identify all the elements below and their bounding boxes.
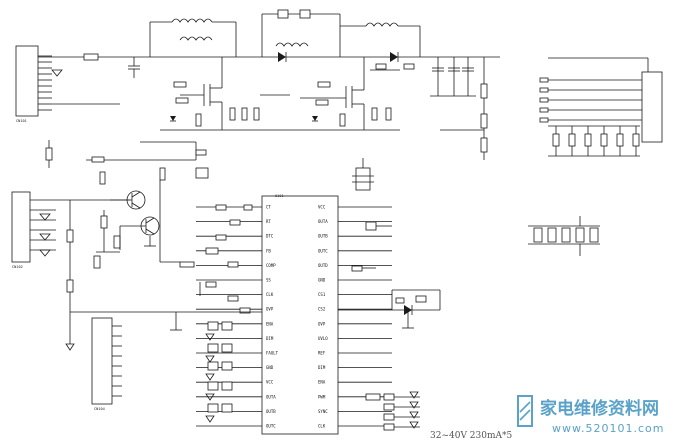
snubber-parts <box>160 63 415 131</box>
spec-caption: 32~40V 230mA*5 <box>430 431 513 441</box>
inductor-top-right <box>340 22 420 27</box>
lower-right-drivers <box>365 391 420 431</box>
ic-pin-name: DIM <box>318 365 326 370</box>
ic-pin-name: RT <box>266 219 271 224</box>
ic-u101: U101 <box>261 194 339 435</box>
bias-network <box>86 141 209 269</box>
mosfet-q101 <box>180 57 223 130</box>
ic-pin-name: CS2 <box>318 307 326 312</box>
transistor-q103 <box>110 190 146 210</box>
ic-pin-name: OUTB <box>266 409 276 414</box>
connector-cn103 <box>539 57 663 143</box>
connector-cn104: CN104 <box>91 317 122 411</box>
negative-rail-block <box>528 216 600 256</box>
input-capacitor <box>128 57 140 78</box>
ic-pin-name: OVP <box>266 307 274 312</box>
output-capacitors <box>430 57 476 97</box>
ic-pin-name: UVLO <box>318 336 328 341</box>
ic-pin-name: CS1 <box>318 292 326 297</box>
ic-pin-name: OUTD <box>318 263 328 268</box>
ic-pin-name: OUTC <box>266 424 276 429</box>
watermark-url: www.520101.com <box>552 422 664 435</box>
ic-left-periphery <box>65 204 262 351</box>
ic-pin-name: OVP <box>318 321 326 326</box>
ic-pin-name: FB <box>266 248 271 253</box>
resistor-r111 <box>66 279 74 293</box>
ic-pin-name: CT <box>266 205 271 210</box>
ic-pin-name: FAULT <box>266 351 279 356</box>
fuse <box>83 53 99 61</box>
diode-d101 <box>278 52 287 62</box>
connector-cn101: CN101 <box>15 45 120 123</box>
ic-right-periphery <box>338 158 441 329</box>
ic-pin-name: GND <box>266 365 274 370</box>
ic-pin-name: ENA <box>318 380 326 385</box>
resistor-r110 <box>66 229 74 243</box>
ic-pin-name: ENA <box>266 321 274 326</box>
ic-pin-name: PWM <box>318 394 326 399</box>
svg-text:CN101: CN101 <box>16 119 27 123</box>
ic-pin-name: DIM <box>266 336 274 341</box>
ic-pin-name: REF <box>318 351 326 356</box>
inductor-mid-left <box>179 36 309 47</box>
resistor-r101 <box>45 147 53 161</box>
vout-divider <box>440 57 488 160</box>
ic-pin-name: CLK <box>318 424 326 429</box>
sense-resistor-bank <box>548 125 640 157</box>
connector-cn102: CN102 <box>11 191 56 269</box>
ic-pin-name: OUTB <box>318 234 328 239</box>
svg-text:CN102: CN102 <box>12 265 23 269</box>
capacitor-top-pair <box>261 9 341 40</box>
lower-left-drivers <box>205 321 233 423</box>
ic-pin-name: SS <box>266 278 271 283</box>
ic-pin-name: OUTC <box>318 248 328 253</box>
ic-pin-name: COMP <box>266 263 276 268</box>
ic-pin-name: GND <box>318 278 326 283</box>
watermark: 家电维修资料网 www.520101.com <box>517 395 664 435</box>
ic-pin-name: VCC <box>318 205 326 210</box>
ic-pin-name: OUTA <box>266 394 276 399</box>
ic-label: U101 <box>275 194 284 198</box>
ic-pin-name: SYNC <box>318 409 328 414</box>
transistor-q104 <box>120 216 160 236</box>
diode-d102 <box>390 52 399 62</box>
inductor-top-left <box>150 18 236 23</box>
ic-pin-name: DTC <box>266 234 274 239</box>
svg-text:CN104: CN104 <box>94 407 105 411</box>
ic-pin-name: VCC <box>266 380 274 385</box>
ic-pin-name: OUTA <box>318 219 328 224</box>
watermark-logo-icon <box>517 395 533 427</box>
watermark-title: 家电维修资料网 <box>540 398 659 419</box>
ic-pin-name: CLK <box>266 292 274 297</box>
ic-body <box>261 195 339 435</box>
mosfet-q102 <box>300 57 365 130</box>
